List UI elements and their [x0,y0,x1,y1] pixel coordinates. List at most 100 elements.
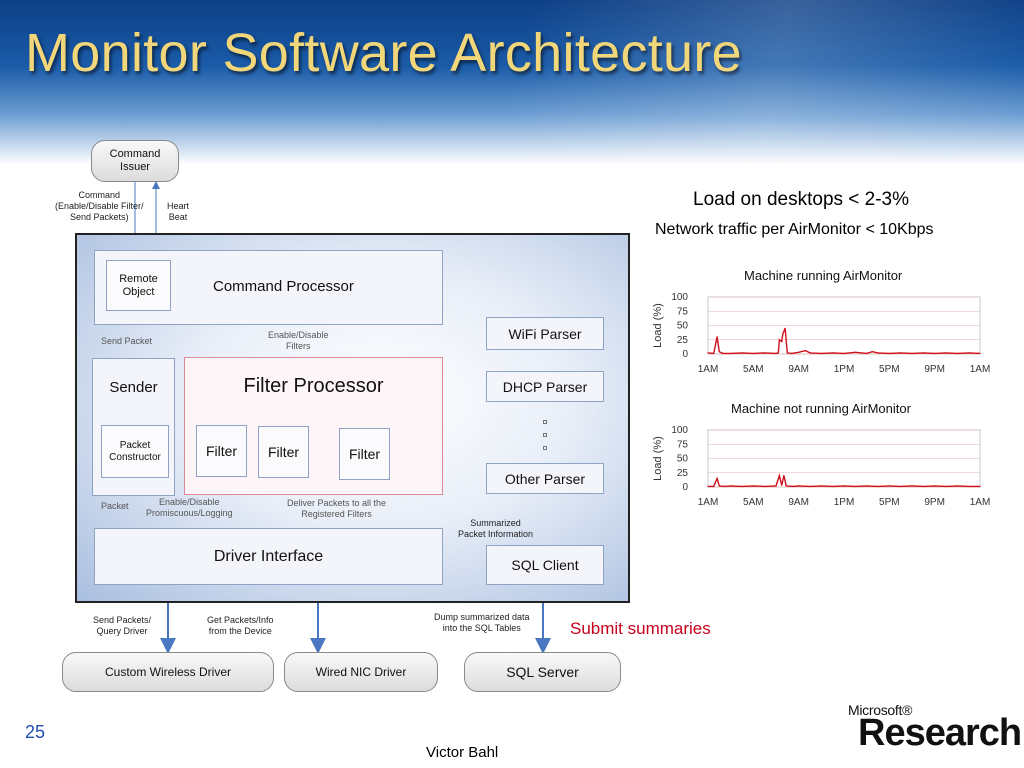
chart-1-ytick-label: 25 [677,335,689,346]
chart-1-data-point [781,340,783,343]
chart-1-xtick-label: 1AM [970,364,991,375]
dhcp-parser-box: DHCP Parser [486,371,604,402]
chart-2-xtick-label: 1PM [834,497,855,508]
chart-1-data-point [871,351,873,353]
chart-1-data-point [784,327,786,329]
chart-1-xtick-label: 1AM [698,364,719,375]
chart-1-xtick-label: 1PM [834,364,855,375]
command-issuer-node: Command Issuer [91,140,179,182]
chart-1-data-point [778,339,780,341]
chart-2-data-point [945,485,947,487]
chart-1-data-point [775,352,777,354]
banner-sheen [0,0,1024,165]
send-query-label: Send Packets/ Query Driver [93,615,152,636]
wired-nic-driver-node: Wired NIC Driver [284,652,438,692]
load-note: Load on desktops < 2-3% [693,189,910,210]
chart-2-ytick-label: 100 [671,425,688,436]
chart-2-data-point [792,485,794,487]
packet-constructor-box: Packet Constructor [101,425,169,478]
chart-2-data-point [911,485,913,487]
driver-interface-box: Driver Interface [94,528,443,585]
chart-1-data-point [877,352,879,354]
chart-2-data-point [866,485,868,487]
chart-1-data-point [820,352,822,354]
chart-2-data-point [968,485,970,487]
chart-2-xtick-label: 1AM [698,497,719,508]
chart-2-data-point [707,485,709,487]
chart-2-data-point [716,477,718,480]
chart-2-ytick-label: 0 [682,482,688,493]
dump-label: Dump summarized data into the SQL Tables [434,612,530,633]
chart-2-ylabel: Load (%) [652,436,664,481]
chart-1-data-point [798,351,800,353]
chart-2-data-point [724,485,726,487]
title-banner [0,0,1024,165]
chart-1-series-line [707,328,981,355]
chart-2-data-point [730,485,732,487]
logo-research: Research [858,712,1022,754]
enable-disable-filters-label: Enable/Disable Filters [268,330,329,351]
chart-1-data-point [911,352,913,354]
chart-1-data-point [843,352,845,354]
chart-1-data-point [730,352,732,354]
chart-2-xtick-label: 5AM [743,497,764,508]
chart-2-data-point [775,485,777,487]
custom-wireless-driver-node: Custom Wireless Driver [62,652,274,692]
promiscuous-label: Enable/Disable Promiscuous/Logging [146,497,233,518]
chart-2-xtick-label: 5PM [879,497,900,508]
chart-2-data-point [888,485,890,487]
chart-2-data-point [832,485,834,487]
chart-2-data-point [922,485,924,487]
chart-2-data-point [764,485,766,487]
chart-2-series-line [708,473,980,488]
chart-1-data-point [722,352,724,354]
other-parser-box: Other Parser [486,463,604,494]
get-packets-label: Get Packets/Info from the Device [207,615,274,636]
heart-beat-label: Heart Beat [167,201,190,222]
chart-1-xtick-label: 5PM [879,364,900,375]
chart-2-data-point [809,485,811,487]
chart-1-ytick-label: 75 [677,306,689,317]
chart-1-ytick-label: 100 [671,292,688,303]
slide-title: Monitor Software Architecture [25,23,743,83]
author-name: Victor Bahl [426,744,499,761]
chart-2-data-point [741,485,743,487]
filter-processor-label: Filter Processor [243,375,384,397]
chart-1-data-point [782,333,784,335]
chart-1-xtick-label: 9PM [924,364,945,375]
chart-2-title: Machine not running AirMonitor [731,401,911,416]
chart-1-data-point [809,352,811,354]
chart-2-data-point [854,485,856,487]
command-label: Command (Enable/Disable Filter/ Send Pac… [55,190,144,222]
chart-1-data-point [786,352,788,354]
chart-1-xtick-label: 5AM [743,364,764,375]
chart-1-data-point [979,352,981,354]
chart-1-data-point [888,352,890,354]
send-packet-label: Send Packet [101,336,153,346]
sql-client-box: SQL Client [486,545,604,585]
chart-2-data-point [752,485,754,487]
chart-1-ytick-label: 50 [677,321,689,332]
filter-box-2: Filter [258,426,309,478]
chart-2-ytick-label: 25 [677,468,689,479]
chart-2-ytick-label: 75 [677,439,689,450]
logo-microsoft: Microsoft® [848,702,913,718]
chart-2-data-point [979,485,981,487]
page-number: 25 [25,722,46,742]
chart-1-data-point [934,352,936,354]
chart-1-data-point [900,352,902,354]
chart-1-data-point [716,336,718,338]
chart-2-xtick-label: 1AM [970,497,991,508]
chart-2-data-point [934,485,936,487]
filter-box-3: Filter [339,428,390,480]
chart-1-xtick-label: 9AM [788,364,809,375]
remote-object-box: Remote Object [106,260,171,311]
chart-2-data-point [877,485,879,487]
chart-1-data-point [777,352,779,354]
chart-1-data-point [804,350,807,352]
packet-label: Packet [101,501,129,511]
deliver-label: Deliver Packets to all the Registered Fi… [287,498,387,519]
chart-2-data-point [900,485,902,487]
parser-ellipsis [543,420,547,460]
